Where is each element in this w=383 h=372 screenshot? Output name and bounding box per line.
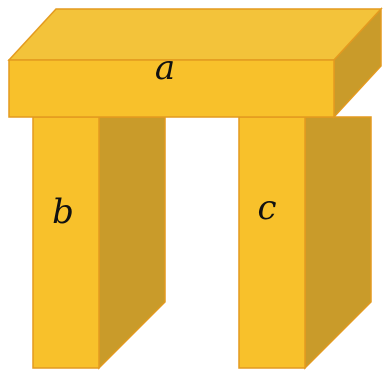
right-leg-side xyxy=(304,116,372,370)
label-a: a xyxy=(155,48,175,88)
right-leg xyxy=(238,116,372,370)
label-c: c xyxy=(257,188,276,228)
left-leg-side xyxy=(98,116,166,370)
left-leg xyxy=(32,116,166,370)
tabletop-top-face xyxy=(7,8,383,61)
left-leg-front xyxy=(32,116,100,369)
label-b: b xyxy=(52,192,74,232)
tabletop-front-face xyxy=(8,59,335,118)
tabletop xyxy=(7,7,383,119)
right-leg-front xyxy=(238,116,306,369)
